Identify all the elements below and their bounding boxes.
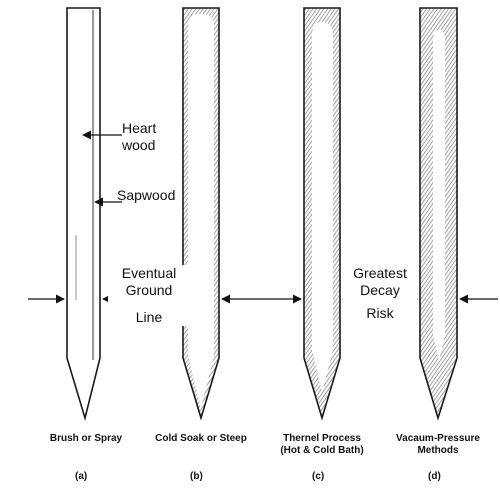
- caption-b: Cold Soak or Steep: [155, 433, 247, 444]
- tag-d: (d): [428, 471, 441, 482]
- post-a-body: [66, 7, 101, 422]
- post-d-core: [433, 30, 445, 360]
- eventual-ground-line-label: Eventual Ground Line: [108, 265, 190, 326]
- post-b-core: [188, 14, 214, 408]
- post-b: [182, 7, 220, 421]
- greatest-decay-risk-label: Greatest Decay Risk: [343, 265, 417, 322]
- tag-b: (b): [190, 471, 203, 482]
- heartwood-label: Heart wood: [122, 120, 157, 153]
- sapwood-label: Sapwood: [117, 187, 176, 203]
- caption-a: Brush or Spray: [49, 433, 123, 444]
- post-c-core: [312, 22, 333, 392]
- tag-c: (c): [312, 471, 325, 482]
- caption-d: Vacaum-Pressure Methods: [396, 433, 480, 456]
- post-a: [66, 7, 101, 422]
- post-d: [419, 7, 458, 421]
- post-c: [303, 7, 341, 421]
- caption-c: Thernel Process (Hot & Cold Bath): [280, 433, 364, 456]
- tag-a: (a): [75, 471, 88, 482]
